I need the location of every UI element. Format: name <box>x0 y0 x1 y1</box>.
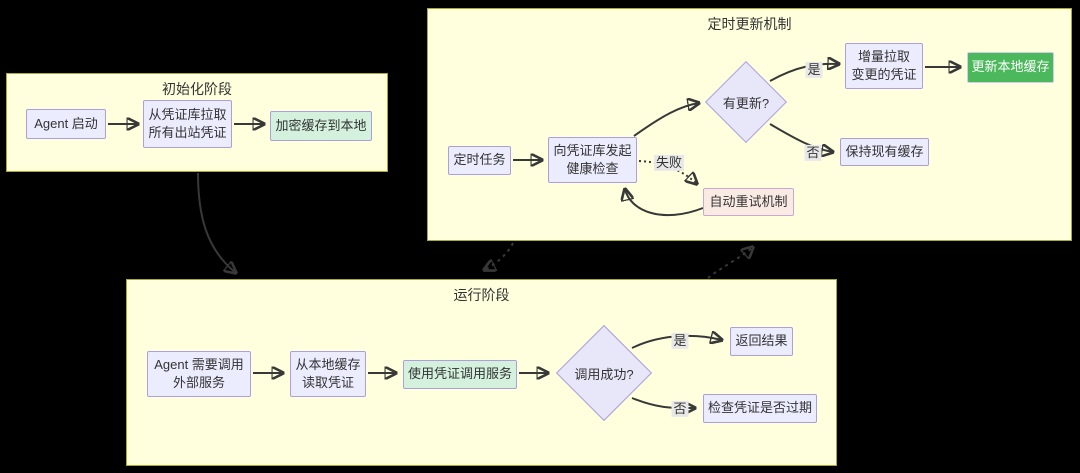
edge-label-update-no: 否 <box>804 144 822 162</box>
node-timer-task: 定时任务 <box>448 146 511 175</box>
node-use-credential-call: 使用凭证调用服务 <box>403 360 517 389</box>
node-auto-retry: 自动重试机制 <box>703 188 794 216</box>
decision-call-success: 调用成功? <box>555 324 653 422</box>
edge-runtime-to-update <box>707 247 753 279</box>
node-agent-call-external: Agent 需要调用 外部服务 <box>147 351 251 397</box>
edge-label-call-yes: 是 <box>671 332 689 350</box>
edge-init-to-runtime <box>197 172 236 273</box>
edge-label-call-no: 否 <box>671 400 689 418</box>
node-update-local-cache: 更新本地缓存 <box>967 52 1054 83</box>
group-scheduled-update-title: 定时更新机制 <box>707 16 792 32</box>
node-agent-start: Agent 启动 <box>26 109 106 139</box>
edge-retry-to-health-check <box>625 189 704 217</box>
edge-health-check-to-has-update <box>633 103 699 137</box>
decision-has-update: 有更新? <box>704 60 788 144</box>
edge-label-fail: 失败 <box>653 154 685 172</box>
node-keep-existing-cache: 保持现有缓存 <box>840 138 929 166</box>
group-init-title: 初始化阶段 <box>162 81 232 97</box>
node-check-credential-expired: 检查凭证是否过期 <box>703 394 817 423</box>
node-read-from-cache: 从本地缓存 读取凭证 <box>290 351 366 397</box>
edge-has-update-no-to-keep-cache <box>769 123 833 152</box>
edge-update-to-runtime <box>484 242 514 270</box>
edge-label-update-yes: 是 <box>805 61 823 79</box>
group-runtime-title: 运行阶段 <box>453 287 510 303</box>
edge-call-ok-no-to-check-expire <box>631 397 695 408</box>
node-encrypt-cache-local: 加密缓存到本地 <box>270 111 372 141</box>
edge-health-check-fail-to-retry <box>638 160 697 184</box>
node-health-check: 向凭证库发起 健康检查 <box>548 137 637 183</box>
node-incremental-pull: 增量拉取 变更的凭证 <box>845 43 923 89</box>
node-pull-credentials: 从凭证库拉取 所有出站凭证 <box>143 100 232 148</box>
node-return-result: 返回结果 <box>730 327 793 356</box>
